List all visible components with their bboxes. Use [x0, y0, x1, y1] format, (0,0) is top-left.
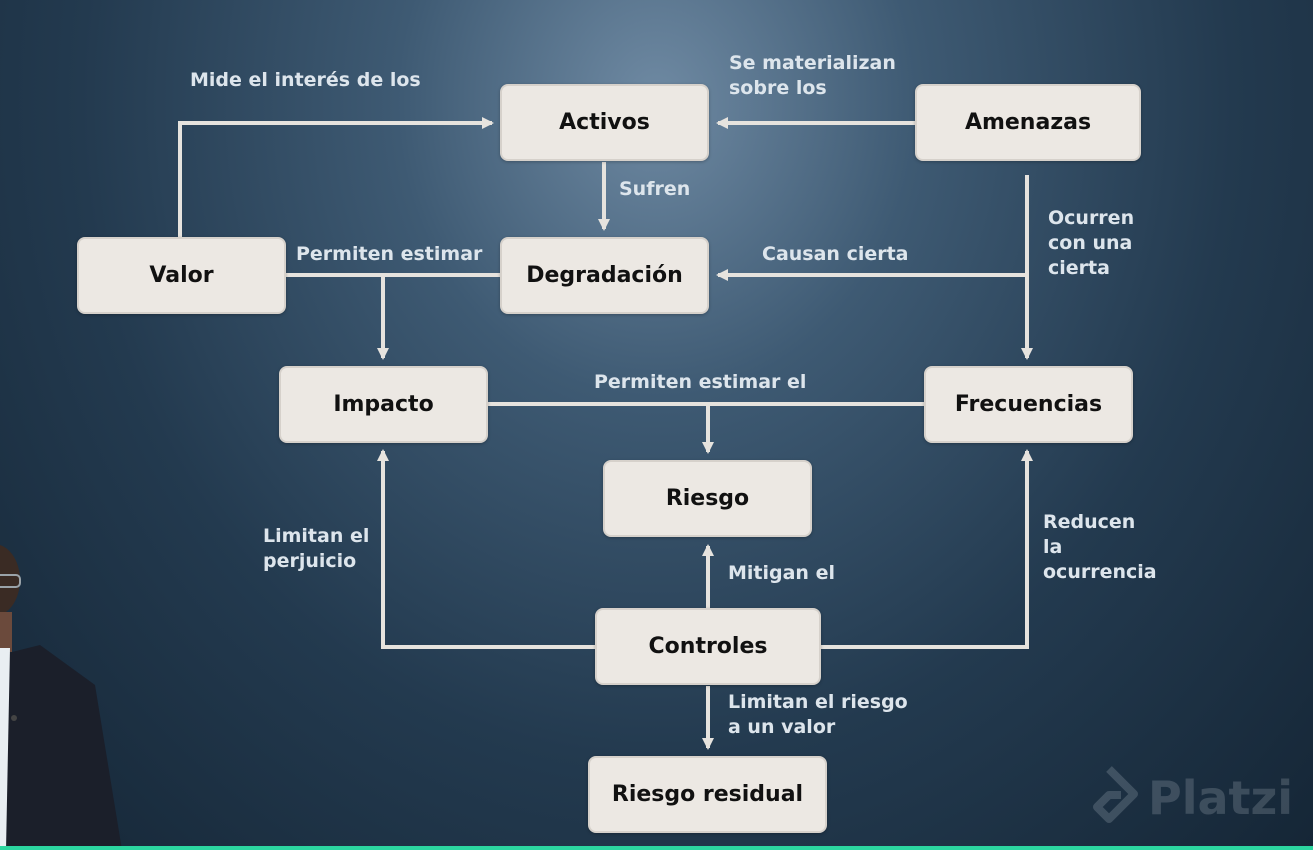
node-riesgo: Riesgo — [603, 460, 812, 537]
node-amenazas: Amenazas — [915, 84, 1141, 161]
platzi-logo-icon — [1093, 766, 1138, 823]
node-impacto: Impacto — [279, 366, 488, 443]
node-valor: Valor — [77, 237, 286, 314]
presenter-video-overlay — [0, 520, 135, 850]
label-reducen-la-ocurrencia: Reducen la ocurrencia — [1043, 511, 1157, 583]
node-riesgo-residual: Riesgo residual — [588, 756, 827, 833]
node-activos: Activos — [500, 84, 709, 161]
node-frecuencias: Frecuencias — [924, 366, 1133, 443]
node-controles: Controles — [595, 608, 821, 685]
label-permiten-estimar-el: Permiten estimar el — [594, 371, 807, 393]
label-ocurren-con: Ocurren con una cierta — [1048, 207, 1135, 279]
label-se-materializan: Se materializan sobre los — [729, 52, 896, 99]
label-limitan-el-perjuicio: Limitan el perjuicio — [263, 525, 370, 572]
label-sufren: Sufren — [619, 178, 691, 200]
platzi-watermark: Platzi — [1080, 765, 1293, 831]
label-causan-cierta: Causan cierta — [762, 243, 909, 265]
edge-controles-frecuencias — [820, 449, 1033, 649]
label-permiten-estimar: Permiten estimar — [296, 243, 483, 265]
edge-controles-impacto — [377, 449, 595, 649]
label-mide-el-interes: Mide el interés de los — [190, 69, 421, 91]
label-limitan-el-riesgo: Limitan el riesgo a un valor — [728, 691, 908, 738]
video-progress-bar[interactable] — [0, 846, 1313, 850]
watermark-brand: Platzi — [1148, 771, 1294, 825]
node-degradacion: Degradación — [500, 237, 709, 314]
label-mitigan-el: Mitigan el — [728, 562, 835, 584]
edge-valor-activos — [178, 117, 494, 237]
